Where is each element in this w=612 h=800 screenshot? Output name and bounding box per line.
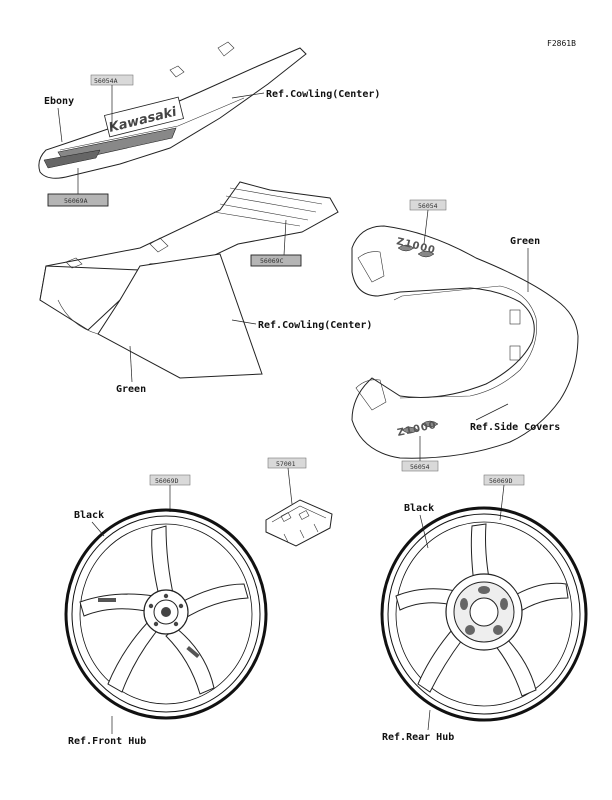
part-tag-bracket (267, 457, 307, 469)
part-number-front-rim: 56069D (155, 477, 179, 485)
label-black-rear: Black (404, 503, 434, 514)
part-number-side-lower: 56054 (410, 463, 430, 471)
front-wheel-part (64, 508, 268, 720)
label-ebony: Ebony (44, 96, 74, 107)
tail-cowl-part (38, 41, 307, 179)
part-number-rear-rim: 56069D (489, 477, 513, 485)
figure-code: F2861B (547, 39, 576, 48)
part-number-bracket: 57001 (276, 460, 296, 468)
label-black-front: Black (74, 510, 104, 521)
label-ref-front-hub: Ref.Front Hub (68, 736, 146, 747)
part-number-center-cowl: 56069C (260, 257, 284, 265)
part-number-tail-lower: 56069A (64, 197, 88, 205)
label-ref-side-covers: Ref.Side Covers (470, 421, 560, 433)
part-number-tail-stripe: 56054A (94, 77, 118, 85)
rear-wheel-part (380, 506, 588, 722)
center-cowl-part (39, 181, 339, 379)
label-ref-cowling-top: Ref.Cowling(Center) (266, 88, 380, 100)
part-tag-center-cowl (250, 254, 302, 267)
label-green-right: Green (510, 236, 540, 247)
side-covers-part (351, 225, 579, 459)
bracket-part (265, 499, 333, 547)
part-number-side-upper: 56054 (418, 202, 438, 210)
label-ref-cowling-mid: Ref.Cowling(Center) (258, 319, 372, 331)
label-green-left: Green (116, 384, 146, 395)
label-ref-rear-hub: Ref.Rear Hub (382, 732, 454, 743)
